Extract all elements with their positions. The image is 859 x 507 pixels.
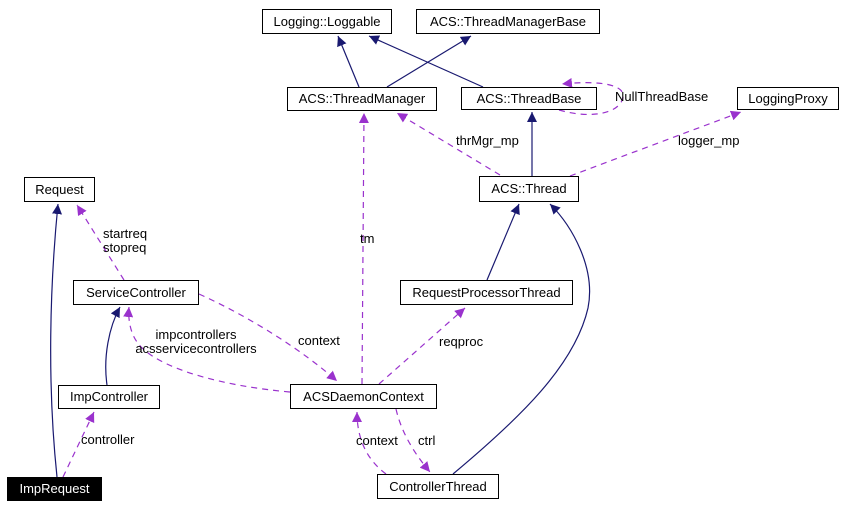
node-requestprocessorthread[interactable]: RequestProcessorThread <box>400 280 573 305</box>
edge-label-context-upper: context <box>298 333 340 348</box>
node-acs-thread[interactable]: ACS::Thread <box>479 176 579 202</box>
edge-label-logger-mp: logger_mp <box>678 133 740 148</box>
node-loggingproxy[interactable]: LoggingProxy <box>737 87 839 110</box>
edge-acsdaemoncontext-to-servicecontroller <box>123 306 291 393</box>
edge-label-controller: controller <box>81 432 135 447</box>
edge-controllerthread-to-thread <box>452 203 591 475</box>
edge-label-impcontrollers: impcontrollers acsservicecontrollers <box>135 327 257 356</box>
edge-label-ctrl: ctrl <box>418 433 436 448</box>
node-threadmanagerbase[interactable]: ACS::ThreadManagerBase <box>416 9 600 34</box>
node-request[interactable]: Request <box>24 177 95 202</box>
edge-thread-to-threadmanager <box>396 112 501 176</box>
node-logging-loggable[interactable]: Logging::Loggable <box>262 9 392 34</box>
node-threadbase[interactable]: ACS::ThreadBase <box>461 87 597 110</box>
node-imprequest: ImpRequest <box>7 477 102 501</box>
edge-imprequest-to-impcontroller <box>62 411 95 478</box>
edge-label-reqproc: reqproc <box>439 334 484 349</box>
edge-label-context-lower: context <box>356 433 398 448</box>
edge-servicecontroller-to-request <box>76 204 125 281</box>
node-impcontroller[interactable]: ImpController <box>58 385 160 409</box>
edge-acsdaemoncontext-to-threadmanager <box>358 112 369 385</box>
edge-acsdaemoncontext-to-controllerthread <box>395 408 431 473</box>
node-servicecontroller[interactable]: ServiceController <box>73 280 199 305</box>
edge-controllerthread-to-acsdaemoncontext <box>352 411 387 475</box>
node-threadmanager[interactable]: ACS::ThreadManager <box>287 87 437 111</box>
edge-acsdaemoncontext-to-requestprocessorthread <box>378 307 466 385</box>
edge-label-tm: tm <box>360 231 375 246</box>
edge-threadbase-to-loggable <box>368 35 484 88</box>
edge-label-thrmgr-mp: thrMgr_mp <box>456 133 519 148</box>
edge-servicecontroller-to-acsdaemoncontext <box>198 293 338 382</box>
edge-thread-to-loggingproxy <box>569 110 742 177</box>
edge-imprequest-to-request <box>50 203 62 478</box>
edge-threadmanager-to-threadmanagerbase <box>386 35 472 88</box>
node-acsdaemoncontext[interactable]: ACSDaemonContext <box>290 384 437 409</box>
node-controllerthread[interactable]: ControllerThread <box>377 474 499 499</box>
edge-threadbase-self-loop <box>558 78 624 116</box>
edge-label-nullthreadbase: NullThreadBase <box>615 89 709 104</box>
edge-label-startreq-stopreq: startreq stopreq <box>103 226 148 255</box>
edge-impcontroller-to-servicecontroller <box>105 306 121 386</box>
edge-requestprocessorthread-to-thread <box>486 203 520 281</box>
edge-threadmanager-to-loggable <box>337 35 360 88</box>
